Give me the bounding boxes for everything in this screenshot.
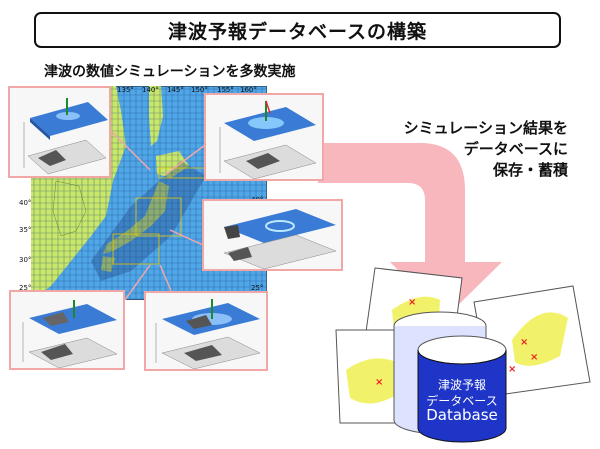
- page-title: 津波予報データベースの構築: [167, 20, 428, 43]
- lat-tick: 35°: [19, 226, 32, 234]
- callout-line-2: データベースに: [463, 140, 568, 158]
- simulation-panel-3: [202, 199, 343, 271]
- lat-tick: 30°: [19, 256, 32, 264]
- title-box: 津波予報データベースの構築: [34, 12, 561, 48]
- simulation-panel-2: [204, 93, 324, 181]
- lon-tick: 135°: [117, 86, 134, 94]
- database-label-2: データベース: [426, 394, 498, 408]
- database-label-3: Database: [426, 406, 498, 424]
- callout-text: シミュレーション結果を データベースに 保存・蓄積: [404, 118, 568, 181]
- svg-text:×: ×: [520, 337, 528, 348]
- lon-tick: 160°: [240, 86, 257, 94]
- simulation-panel-4: [9, 290, 125, 370]
- simulation-panel-5: [144, 291, 268, 371]
- subtitle: 津波の数値シミュレーションを多数実施: [44, 64, 296, 80]
- lon-tick: 155°: [217, 86, 234, 94]
- simulation-panel-1: [8, 86, 111, 178]
- svg-text:×: ×: [530, 352, 538, 363]
- lon-tick: 140°: [142, 86, 159, 94]
- callout-line-3: 保存・蓄積: [492, 161, 568, 179]
- lon-tick: 150°: [191, 86, 208, 94]
- callout-line-1: シミュレーション結果を: [403, 119, 568, 137]
- lon-tick: 145°: [167, 86, 184, 94]
- database-label-1: 津波予報: [437, 378, 486, 392]
- lat-tick-right: 25°: [251, 284, 264, 292]
- svg-text:×: ×: [508, 364, 516, 375]
- svg-text:×: ×: [408, 297, 416, 308]
- lat-tick: 25°: [19, 284, 32, 292]
- database-cylinder: [417, 349, 507, 443]
- lat-tick: 40°: [19, 199, 32, 207]
- svg-text:×: ×: [375, 377, 383, 388]
